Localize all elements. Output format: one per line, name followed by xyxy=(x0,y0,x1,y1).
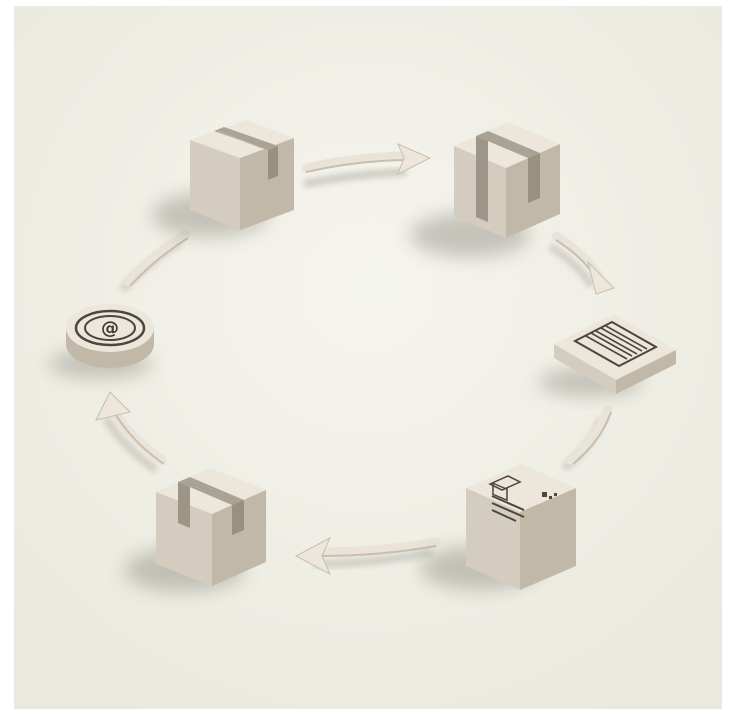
svg-text:@: @ xyxy=(101,318,119,339)
